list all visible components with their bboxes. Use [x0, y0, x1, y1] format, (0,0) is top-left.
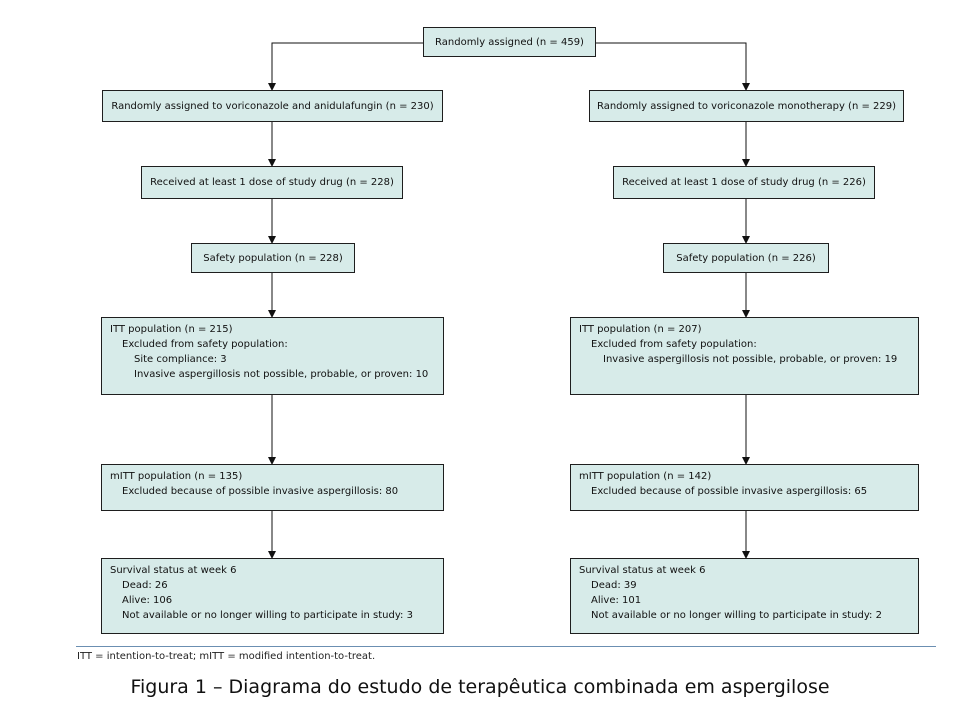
left-itt-reason: Site compliance: 3 — [134, 354, 227, 365]
figure-caption: Figura 1 – Diagrama do estudo de terapêu… — [130, 676, 830, 698]
right-mitt-excluded: Excluded because of possible invasive as… — [591, 486, 868, 497]
left-mitt-excluded: Excluded because of possible invasive as… — [122, 486, 399, 497]
right-survival-title: Survival status at week 6 — [579, 565, 706, 576]
left-itt-title: ITT population (n = 215) — [110, 324, 233, 335]
left-survival-line: Not available or no longer willing to pa… — [122, 610, 413, 621]
right-survival-line: Not available or no longer willing to pa… — [591, 610, 882, 621]
left-assigned-label: Randomly assigned to voriconazole and an… — [111, 100, 434, 112]
left-received-box: Received at least 1 dose of study drug (… — [141, 166, 403, 199]
left-survival-box: Survival status at week 6 Dead: 26 Alive… — [101, 558, 444, 634]
arrow-root-to-left — [268, 42, 423, 91]
right-safety-box: Safety population (n = 226) — [663, 243, 829, 273]
left-safety-label: Safety population (n = 228) — [203, 252, 343, 264]
right-itt-reason: Invasive aspergillosis not possible, pro… — [603, 354, 898, 365]
left-itt-excluded: Excluded from safety population: — [122, 339, 288, 350]
left-received-label: Received at least 1 dose of study drug (… — [150, 177, 394, 188]
abbreviation-footnote: ITT = intention-to-treat; mITT = modifie… — [77, 651, 376, 662]
right-received-label: Received at least 1 dose of study drug (… — [622, 177, 866, 188]
left-survival-title: Survival status at week 6 — [110, 565, 237, 576]
right-itt-excluded: Excluded from safety population: — [591, 339, 757, 350]
right-survival-box: Survival status at week 6 Dead: 39 Alive… — [570, 558, 919, 634]
left-assigned-box: Randomly assigned to voriconazole and an… — [102, 90, 443, 122]
right-survival-line: Alive: 101 — [591, 595, 642, 606]
left-itt-reason: Invasive aspergillosis not possible, pro… — [134, 369, 429, 380]
right-received-box: Received at least 1 dose of study drug (… — [613, 166, 875, 199]
root-randomly-assigned-box: Randomly assigned (n = 459) — [423, 27, 596, 57]
right-assigned-label: Randomly assigned to voriconazole monoth… — [596, 100, 897, 112]
right-itt-title: ITT population (n = 207) — [579, 324, 702, 335]
right-itt-box: ITT population (n = 207) Excluded from s… — [570, 317, 919, 395]
right-assigned-box: Randomly assigned to voriconazole monoth… — [589, 90, 904, 122]
right-mitt-title: mITT population (n = 142) — [579, 471, 712, 482]
right-safety-label: Safety population (n = 226) — [676, 252, 816, 264]
left-safety-box: Safety population (n = 228) — [191, 243, 355, 273]
left-survival-line: Dead: 26 — [122, 580, 168, 591]
left-mitt-title: mITT population (n = 135) — [110, 471, 243, 482]
footnote-divider — [76, 646, 936, 647]
root-label: Randomly assigned (n = 459) — [435, 36, 584, 48]
arrow-root-to-right — [596, 42, 750, 91]
right-mitt-box: mITT population (n = 142) Excluded becau… — [570, 464, 919, 511]
left-survival-line: Alive: 106 — [122, 595, 173, 606]
left-itt-box: ITT population (n = 215) Excluded from s… — [101, 317, 444, 395]
left-mitt-box: mITT population (n = 135) Excluded becau… — [101, 464, 444, 511]
right-survival-line: Dead: 39 — [591, 580, 637, 591]
